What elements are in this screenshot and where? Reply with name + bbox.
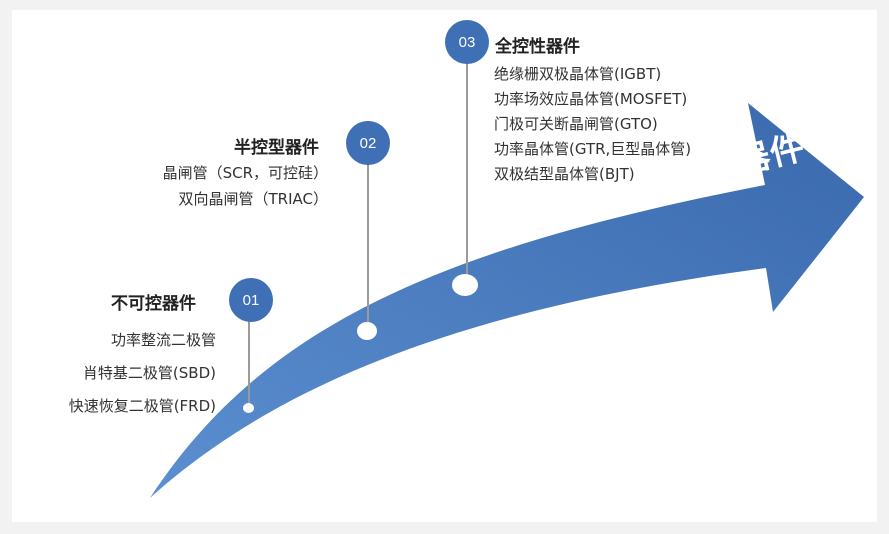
stage-1-title: 不可控器件 — [111, 294, 196, 314]
stage-1-items: 功率整流二极管 肖特基二极管(SBD) 快速恢复二极管(FRD) — [20, 324, 216, 423]
stage-2-title: 半控型器件 — [234, 138, 319, 158]
arrow-shape — [150, 103, 864, 498]
stage-2-connector — [367, 164, 369, 330]
stage-3-badge: 03 — [445, 20, 489, 64]
stage-3-item: 功率晶体管(GTR,巨型晶体管) — [494, 140, 692, 158]
stage-3-item: 功率场效应晶体管(MOSFET) — [494, 90, 688, 108]
stage-3-item: 双极结型晶体管(BJT) — [494, 165, 635, 183]
stage-2-item: 双向晶闸管（TRIAC） — [178, 190, 328, 208]
stage-3-connector — [466, 62, 468, 284]
stage-3-item: 绝缘栅双极晶体管(IGBT) — [494, 65, 662, 83]
stage-1-badge: 01 — [229, 278, 273, 322]
stage-2-node — [357, 322, 377, 340]
stage-2-badge: 02 — [346, 121, 390, 165]
stage-1-node — [243, 403, 254, 413]
stage-3-node — [452, 274, 478, 296]
stage-1-item: 快速恢复二极管(FRD) — [68, 397, 216, 415]
stage-1-item: 功率整流二极管 — [110, 331, 216, 349]
stage-3-items: 绝缘栅双极晶体管(IGBT) 功率场效应晶体管(MOSFET) 门极可关断晶闸管… — [494, 62, 691, 187]
stage-1-item: 肖特基二极管(SBD) — [82, 364, 216, 382]
stage-1-connector — [248, 318, 250, 406]
stage-3-title: 全控性器件 — [495, 37, 580, 57]
stage-2-items: 晶闸管（SCR，可控硅） 双向晶闸管（TRIAC） — [100, 160, 328, 212]
stage-2-item: 晶闸管（SCR，可控硅） — [162, 164, 328, 182]
stage-3-item: 门极可关断晶闸管(GTO) — [494, 115, 658, 133]
